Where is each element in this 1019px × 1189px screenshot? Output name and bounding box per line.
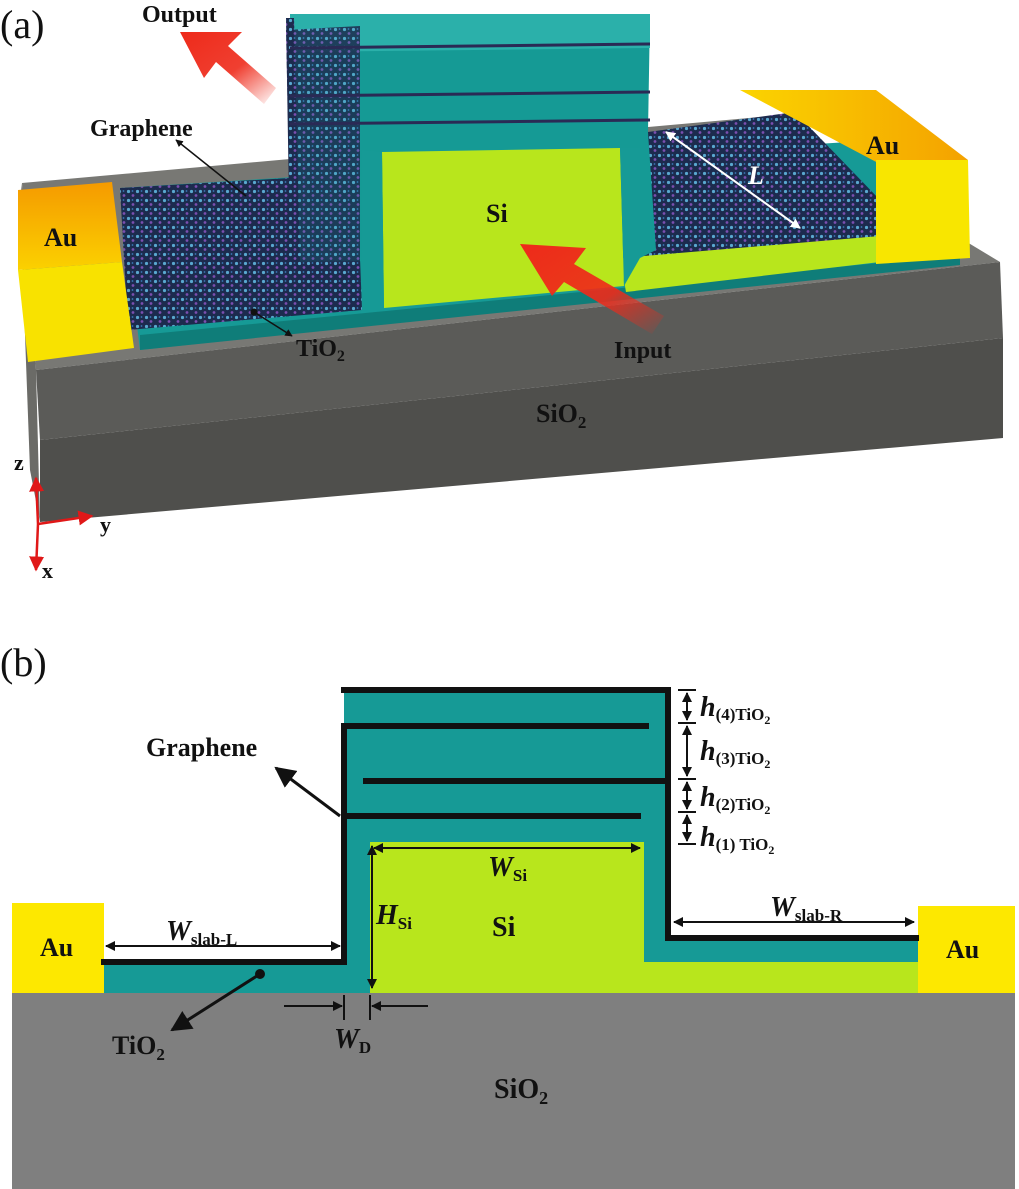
si-core-b: [370, 842, 644, 993]
au-left-front: [18, 262, 134, 362]
graphene-layer-right-contact: [665, 687, 919, 941]
tio2-label-b: TiO2: [112, 1031, 165, 1064]
h4-label: h(4)TiO2: [700, 692, 770, 727]
ridge-graphene-line-2: [289, 90, 651, 98]
ridge-graphene-line-3: [289, 118, 651, 126]
tio2-ridge-sidewall-right-b: [644, 842, 668, 938]
graphene-pointer-b: [274, 766, 341, 818]
length-label: L: [747, 161, 764, 190]
si-slab-right: [620, 236, 880, 292]
au-left-label-a: Au: [44, 223, 77, 252]
au-right-label-a: Au: [866, 131, 899, 160]
axes-triad: z y x: [14, 450, 111, 583]
tio2-pointer-a: [253, 311, 293, 337]
ridge-graphene-line-1: [289, 42, 651, 50]
si-label-a: Si: [486, 199, 508, 228]
au-right-front: [876, 160, 970, 264]
graphene-layer-left-contact: [101, 723, 649, 965]
graphene-label-b: Graphene: [146, 733, 257, 762]
x-axis: [29, 523, 45, 572]
graphene-pointer-a: [175, 139, 247, 197]
panel-a-tag: (a): [0, 2, 44, 47]
y-axis-label: y: [100, 512, 111, 537]
w-slab-r-label: Wslab-R: [770, 892, 843, 925]
si-core-tio2-left: [362, 150, 384, 310]
h2-label: h(2)TiO2: [700, 782, 770, 817]
graphene-lines-b: [101, 687, 919, 965]
au-right-top: [740, 90, 968, 164]
tio2-ridge-sidewall-left-b: [344, 842, 370, 993]
sio2-front-face: [36, 262, 1003, 440]
au-left-top: [18, 182, 122, 270]
tio2-slab-left-b: [104, 962, 344, 993]
dimension-arrows-b: [105, 689, 915, 1020]
h3-label: h(3)TiO2: [700, 736, 770, 771]
ridge-graphene-sidewall: [286, 26, 360, 300]
si-core-tio2-right: [620, 148, 640, 286]
sio2-bottom-face: [40, 338, 1003, 522]
ridge-top-layer: [290, 14, 650, 52]
tio2-slab-right-b: [644, 938, 918, 962]
input-label: Input: [614, 338, 671, 364]
output-label: Output: [142, 2, 217, 28]
au-right-b: [918, 906, 1015, 993]
w-d-label: WD: [334, 1024, 371, 1057]
z-axis-label: z: [14, 450, 24, 475]
sio2-label-b: SiO2: [494, 1074, 548, 1108]
au-left-b: [12, 903, 104, 993]
au-right-label-b: Au: [946, 935, 979, 964]
panel-a: (a): [0, 2, 1003, 583]
x-axis-label: x: [42, 558, 53, 583]
w-si-label: WSi: [488, 852, 527, 885]
z-axis: [29, 476, 45, 525]
panel-b-tag: (b): [0, 640, 47, 685]
tio2-pointer-b: [170, 972, 261, 1032]
panel-b: (b): [0, 640, 1015, 1189]
tio2-ridge-stack-b: [344, 690, 668, 842]
length-dimension-arrow: [665, 131, 801, 229]
tio2-base-edge: [140, 255, 960, 350]
si-label-b: Si: [492, 912, 516, 943]
tio2-label-a: TiO2: [296, 336, 345, 365]
input-arrow: [520, 244, 664, 334]
y-axis: [37, 510, 94, 526]
graphene-label-a: Graphene: [90, 116, 193, 142]
sio2-label-a: SiO2: [536, 399, 586, 432]
au-left-label-b: Au: [40, 933, 73, 962]
h-si-label: HSi: [375, 900, 412, 933]
h1-label: h(1) TiO2: [700, 822, 774, 857]
output-arrow: [180, 32, 276, 104]
w-slab-l-label: Wslab-L: [166, 916, 237, 949]
